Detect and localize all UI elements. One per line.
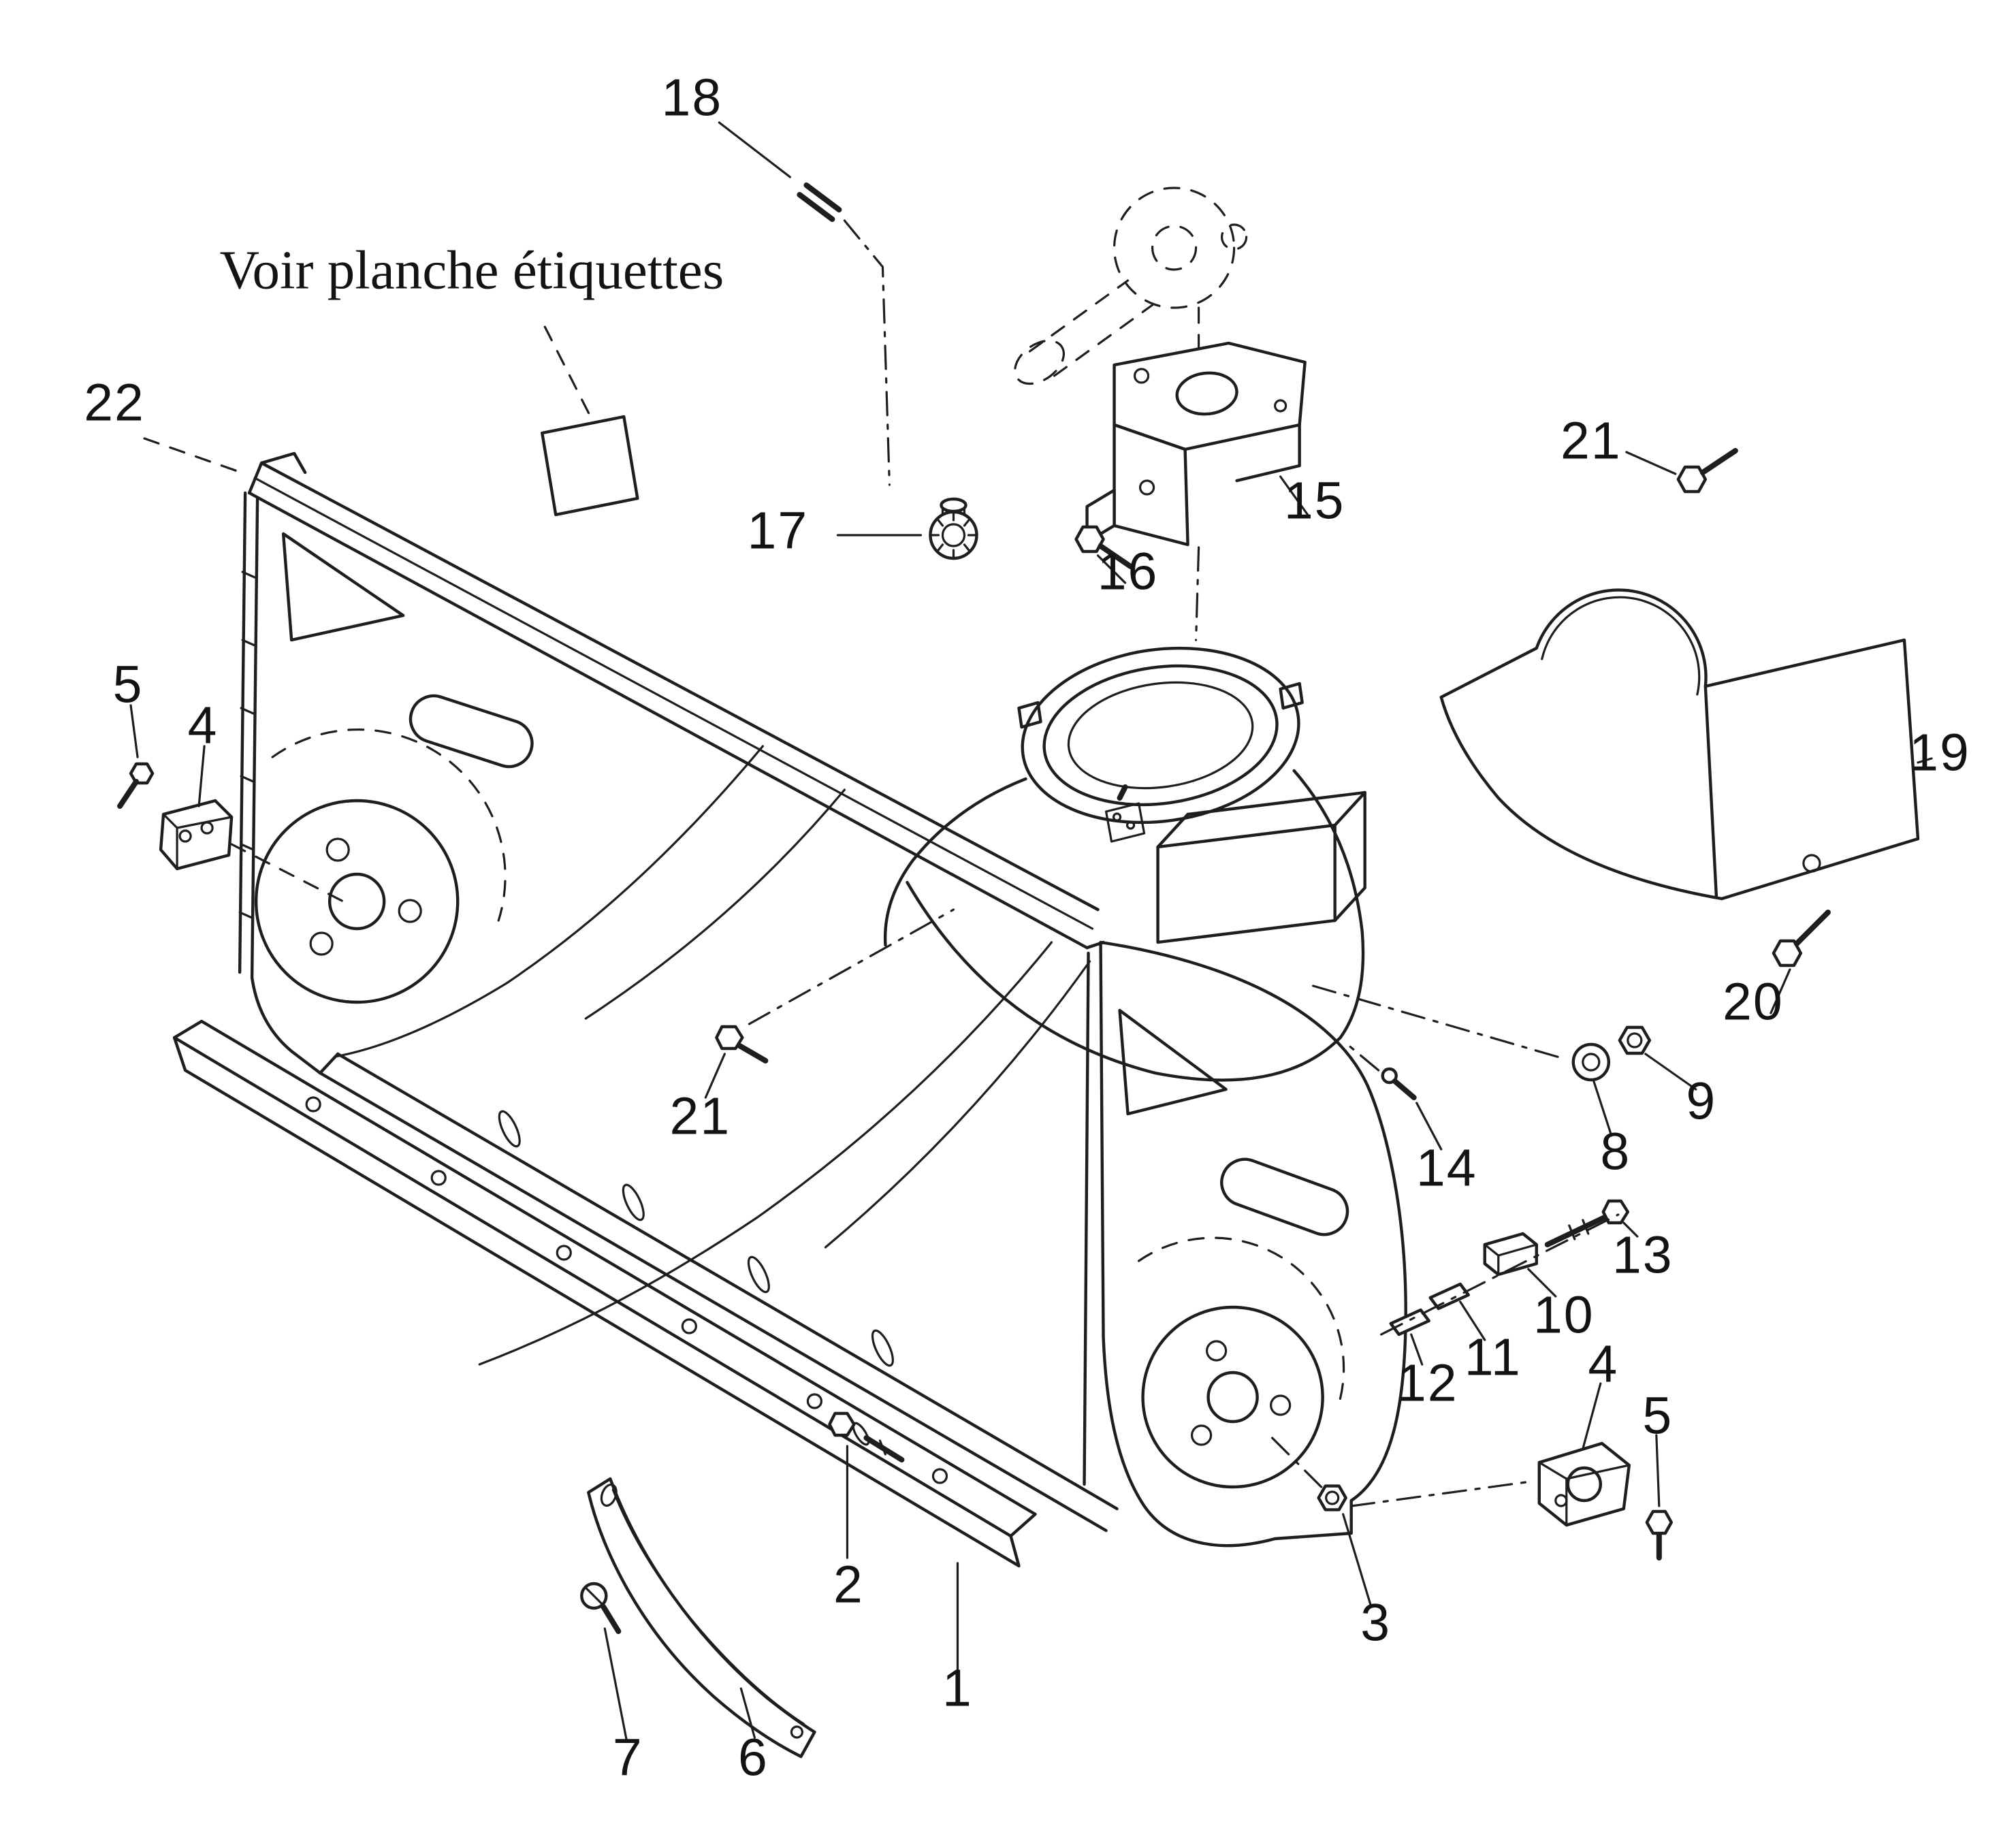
callout-12: 12 (1396, 1354, 1458, 1413)
knob-17 (929, 497, 978, 560)
pin-14 (1381, 1067, 1417, 1100)
bolt-20 (1772, 910, 1831, 967)
bolt-16 (1074, 525, 1134, 569)
belt-cover-19 (1439, 588, 1920, 901)
callout-9: 9 (1686, 1072, 1717, 1131)
callout-21: 21 (1560, 411, 1622, 470)
screw-5-left (117, 762, 155, 809)
label-plate (541, 415, 639, 517)
skid-runner-6 (587, 1477, 816, 1759)
callout-13: 13 (1612, 1226, 1674, 1285)
bracket-15 (1085, 341, 1307, 547)
callout-4: 4 (1588, 1334, 1619, 1394)
washer-8 (1571, 1042, 1610, 1082)
auger-housing-frame (238, 451, 1119, 1533)
block-10 (1483, 1232, 1538, 1277)
callout-21: 21 (669, 1087, 731, 1146)
callout-6: 6 (737, 1728, 769, 1787)
bolt-2 (828, 1411, 905, 1462)
callout-5: 5 (1642, 1386, 1674, 1445)
callout-11: 11 (1464, 1328, 1522, 1387)
impeller-housing (883, 646, 1366, 1082)
right-side-panel (1083, 940, 1407, 1548)
callout-4: 4 (187, 696, 219, 755)
callout-2: 2 (833, 1555, 864, 1614)
callout-22: 22 (84, 373, 145, 432)
clip-12 (1389, 1308, 1430, 1336)
callout-14: 14 (1415, 1138, 1477, 1198)
callout-19: 19 (1909, 723, 1970, 782)
callout-8: 8 (1600, 1122, 1631, 1181)
callout-18: 18 (661, 68, 723, 127)
screw-7 (580, 1582, 622, 1634)
leader-lines (129, 121, 1933, 1742)
screw-5-right (1645, 1509, 1674, 1560)
clip-11 (1428, 1282, 1470, 1311)
bracket-4-left (159, 799, 234, 871)
callout-17: 17 (747, 501, 809, 560)
callout-20: 20 (1723, 972, 1784, 1031)
nut-3 (1317, 1484, 1347, 1511)
callout-7: 7 (612, 1728, 643, 1787)
callout-5: 5 (112, 655, 144, 714)
callout-3: 3 (1360, 1593, 1392, 1652)
nut-9 (1618, 1025, 1652, 1055)
callout-1: 1 (942, 1659, 973, 1718)
bolt-13 (1544, 1199, 1630, 1247)
ghost-handle-assembly (1014, 187, 1248, 385)
callout-10: 10 (1533, 1285, 1595, 1345)
bolt-21-top (1676, 448, 1738, 494)
callout-15: 15 (1283, 471, 1345, 530)
bolt-21-mid (715, 1025, 769, 1063)
diagram-note: Voir planche étiquettes (219, 239, 724, 301)
scraper-bar (172, 1019, 1037, 1568)
bracket-4-right (1537, 1441, 1631, 1527)
callout-16: 16 (1097, 542, 1159, 601)
pin-18 (797, 182, 842, 222)
